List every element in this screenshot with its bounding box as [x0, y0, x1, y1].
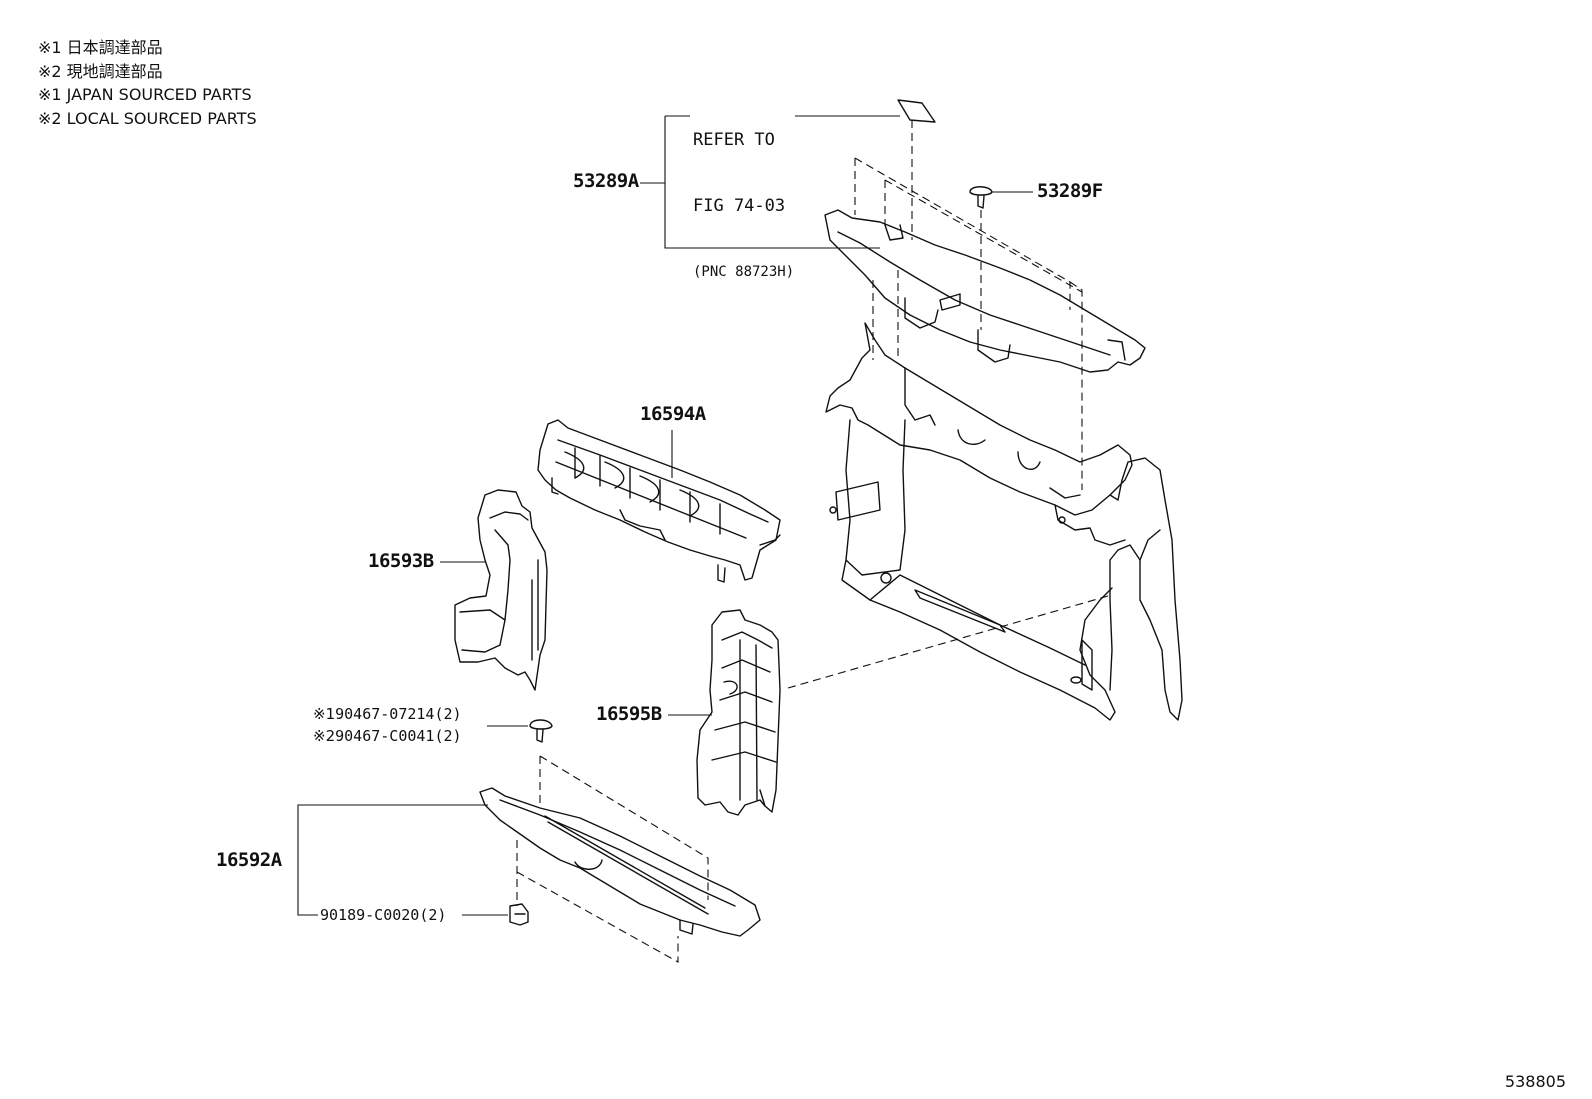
refer-line-1: REFER TO [693, 130, 775, 150]
part-53289A: 53289A [573, 170, 639, 192]
part-16593B: 16593B [368, 550, 434, 572]
upper-seal-cover-53289A [825, 210, 1145, 372]
refer-line-3: (PNC 88723H) [693, 264, 795, 280]
refer-line-2: FIG 74-03 [693, 196, 786, 216]
legend-line-4: ※2 LOCAL SOURCED PARTS [38, 108, 257, 128]
refer-note: REFER TO FIG 74-03 (PNC 88723H) [693, 85, 794, 305]
legend-line-1: ※1 日本調達部品 [38, 38, 163, 57]
dashed-upper-posts [873, 270, 898, 360]
dashed-right-guide [788, 596, 1108, 688]
legend: ※1 日本調達部品 ※2 現地調達部品 ※1 JAPAN SOURCED PAR… [38, 36, 257, 130]
legend-line-2: ※2 現地調達部品 [38, 61, 163, 81]
dashed-upper-box [855, 158, 1082, 490]
leader-16592A [298, 805, 508, 915]
clip-1-mark: ※1 [313, 705, 336, 723]
lower-seal-16592A [480, 788, 760, 936]
dashed-lower-box [540, 756, 708, 900]
air-guide-16593B [455, 490, 547, 690]
clip-2-mark: ※2 [313, 727, 336, 745]
radiator-support [826, 323, 1182, 720]
part-clip-1: ※190467-07214(2) [313, 705, 462, 723]
diagram-id: 538805 [1504, 1072, 1566, 1091]
part-screw: 90189-C0020(2) [320, 906, 447, 924]
leader-53289A [640, 116, 880, 248]
part-16595B: 16595B [596, 703, 662, 725]
clip-2-number: 90467-C0041(2) [335, 727, 462, 745]
part-clip-2: ※290467-C0041(2) [313, 727, 462, 745]
dashed-upper-box-2 [885, 180, 1082, 292]
clip-90467 [530, 720, 552, 742]
part-16594A: 16594A [640, 403, 706, 425]
part-53289F: 53289F [1037, 180, 1103, 202]
clip-53289F [970, 187, 992, 208]
reference-plate [898, 100, 935, 122]
air-guide-16595B [697, 610, 780, 815]
air-guide-16594A [538, 420, 780, 582]
part-16592A: 16592A [216, 849, 282, 871]
legend-line-3: ※1 JAPAN SOURCED PARTS [38, 85, 252, 104]
grommet-90189 [510, 904, 528, 925]
dashed-lower-box-2 [517, 840, 678, 962]
clip-1-number: 90467-07214(2) [335, 705, 462, 723]
